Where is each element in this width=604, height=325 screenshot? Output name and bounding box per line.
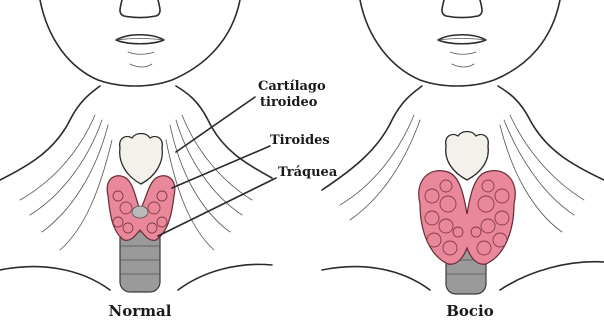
leader-cartilage bbox=[176, 97, 255, 152]
goiter-neck-right bbox=[498, 86, 604, 180]
label-trachea: Tráquea bbox=[278, 165, 338, 180]
normal-nose bbox=[120, 0, 160, 18]
caption-normal: Normal bbox=[109, 302, 172, 320]
goiter-nose bbox=[442, 0, 482, 18]
normal-thyroid-gland bbox=[107, 176, 175, 241]
label-thyroid: Tiroides bbox=[270, 133, 330, 148]
normal-neck-left bbox=[0, 86, 100, 180]
goiter-thyroid-cartilage bbox=[446, 132, 489, 181]
normal-neck-right bbox=[176, 86, 272, 178]
normal-neck-illustration bbox=[0, 0, 276, 292]
leader-thyroid bbox=[172, 146, 270, 188]
label-cartilage-line2: tiroideo bbox=[260, 95, 318, 110]
normal-thyroid-cartilage bbox=[120, 134, 163, 185]
caption-goiter: Bocio bbox=[446, 302, 494, 320]
goiter-neck-illustration bbox=[322, 0, 604, 294]
label-cartilage-line1: Cartílago bbox=[258, 79, 326, 94]
